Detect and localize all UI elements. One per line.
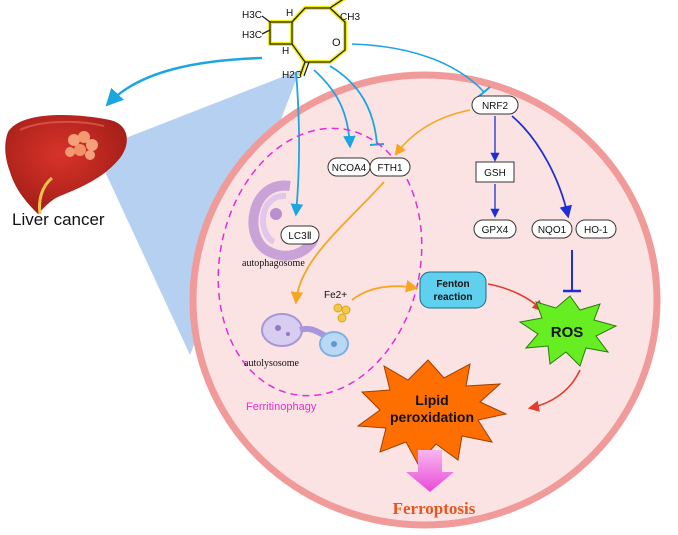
ho1-box	[575, 219, 617, 239]
molecule-label-h2c: H2C	[282, 70, 302, 81]
arrow-compound-to-liver	[105, 56, 263, 107]
ferritinophagy-label: Ferritinophagy	[246, 401, 317, 413]
inhibit-bar-nrf2	[477, 86, 491, 98]
molecule-label-o: O	[332, 37, 341, 49]
autophagosome-label: autophagosome	[242, 258, 305, 269]
nqo1-label: NQO1	[538, 225, 567, 236]
gsh-box	[475, 161, 515, 183]
nrf2-label: NRF2	[482, 101, 509, 112]
molecule-label-h-top: H	[286, 8, 293, 19]
ros-starburst	[518, 295, 618, 367]
autolysosome-icon	[261, 313, 349, 357]
gpx4-box	[473, 219, 517, 239]
autolysosome-label: autolysosome	[244, 358, 300, 369]
ferroptosis-label: Ferroptosis	[393, 499, 476, 518]
arrow-nrf2-to-fth1	[394, 109, 471, 156]
iron-particles-icon	[333, 303, 351, 323]
molecule-label-h3c-top: H3C	[242, 10, 262, 21]
arrow-lipid-to-ferroptosis	[406, 450, 454, 492]
compound-structure-lines	[261, 0, 346, 77]
liver-icon	[5, 115, 127, 215]
inhibit-bar-fth1	[369, 143, 385, 146]
tumor-icon	[65, 131, 98, 160]
lipid-label-line2: peroxidation	[390, 409, 474, 425]
nqo1-box	[531, 219, 573, 239]
nrf2-box	[471, 95, 519, 115]
molecule-label-h-bottom: H	[282, 46, 289, 57]
arrow-ros-to-lipid	[527, 369, 581, 412]
ros-label: ROS	[551, 324, 584, 341]
fth1-box	[369, 157, 411, 177]
fe2-label: Fe2+	[324, 290, 347, 301]
zoom-cone	[95, 70, 300, 355]
ncoa4-label: NCOA4	[332, 163, 367, 174]
lipid-peroxidation-starburst	[356, 359, 508, 465]
lipid-label-line1: Lipid	[415, 392, 448, 408]
ho1-label: HO-1	[584, 225, 608, 236]
inhibit-compound-nrf2	[351, 43, 485, 93]
gsh-label: GSH	[484, 168, 506, 179]
molecule-label-ch3: CH3	[340, 12, 360, 23]
inhibit-compound-fth1	[329, 65, 378, 145]
molecule-label-h3c-bottom: H3C	[242, 30, 262, 41]
gpx4-label: GPX4	[482, 225, 509, 236]
liver-cancer-label: Liver cancer	[12, 210, 105, 229]
lc3-label: LC3Ⅱ	[288, 231, 311, 242]
fenton-label-line1: Fenton	[436, 279, 469, 290]
autophagosome-icon	[248, 180, 319, 261]
fenton-reaction-box	[419, 271, 487, 309]
arrow-compound-to-lc3	[290, 71, 304, 217]
fenton-label-line2: reaction	[434, 292, 473, 303]
arrow-compound-to-ncoa4	[313, 69, 356, 149]
fth1-label: FTH1	[378, 163, 403, 174]
arrow-nrf2-to-nqo1	[511, 115, 572, 219]
lc3-box	[280, 225, 320, 245]
arrow-fth1-to-autolysosome	[290, 181, 385, 305]
arrow-fe2-to-fenton	[351, 280, 419, 301]
